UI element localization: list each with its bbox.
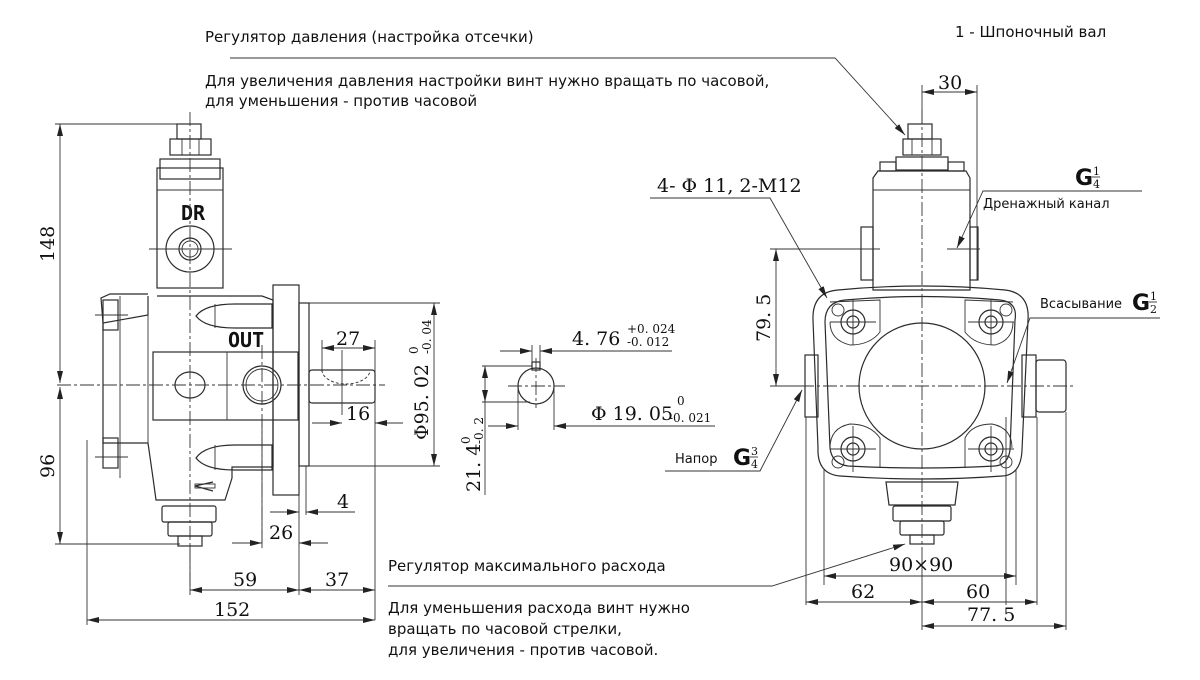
holes-callout: 4- Φ 11, 2-M12 (657, 175, 802, 197)
flow-regulator-heading: Регулятор максимального расхода (388, 557, 666, 575)
dim-60: 60 (966, 581, 990, 603)
svg-text:0: 0 (459, 436, 473, 444)
dim-30: 30 (938, 72, 962, 94)
pressure-thread-callout: G 3 4 (733, 445, 758, 471)
port-plate (152, 351, 299, 421)
dim-key-width: 4. 76 +0. 024 -0. 012 (572, 322, 676, 350)
svg-text:-0. 012: -0. 012 (627, 335, 669, 349)
side-view-dimensions: 148 96 27 16 Φ95. 02 0 -0. 04 4 (37, 123, 440, 625)
svg-text:G: G (1132, 291, 1150, 316)
dim-26: 26 (269, 522, 293, 544)
pressure-regulator-line2: для уменьшения - против часовой (205, 92, 477, 110)
bolt-hole-bl (830, 426, 876, 472)
svg-text:2: 2 (1150, 303, 1157, 316)
flow-regulator-line3: для увеличения - против часовой. (388, 641, 658, 659)
front-flange (812, 285, 1029, 480)
svg-text:4: 4 (1093, 178, 1100, 191)
dim-77-5: 77. 5 (967, 604, 1015, 626)
side-view: DR OUT (57, 112, 385, 590)
flange-pilot (298, 302, 310, 467)
svg-text:G: G (733, 446, 751, 471)
front-view (800, 110, 1075, 560)
svg-text:1: 1 (1093, 165, 1100, 178)
dim-59: 59 (233, 569, 257, 591)
dim-37: 37 (325, 569, 349, 591)
svg-text:-0. 04: -0. 04 (420, 319, 434, 354)
suction-label: Всасывание (1040, 297, 1122, 312)
bolt-hole-br (968, 426, 1014, 472)
title-note: 1 - Шпоночный вал (955, 23, 1106, 41)
svg-text:21. 4: 21. 4 (463, 444, 485, 492)
dim-shaft-diameter: Φ 19. 05 0 -0. 021 (591, 394, 711, 425)
svg-text:-0. 021: -0. 021 (669, 411, 711, 425)
svg-text:1: 1 (1150, 290, 1157, 303)
front-regulator-block (872, 170, 971, 291)
dim-27: 27 (336, 328, 360, 350)
pressure-regulator-leader (230, 57, 906, 136)
flow-regulator-line1: Для уменьшения расхода винт нужно (388, 599, 690, 617)
drain-thread-callout: G 1 4 (1075, 165, 1100, 191)
dim-key-height: 21. 4 0 -0. 2 (459, 417, 486, 492)
svg-text:Φ95. 02: Φ95. 02 (411, 364, 433, 440)
svg-text:-0. 2: -0. 2 (472, 417, 486, 444)
svg-text:4. 76: 4. 76 (572, 328, 620, 350)
dim-62: 62 (851, 581, 875, 603)
dim-79-5: 79. 5 (753, 294, 775, 342)
bolt-hole-tl (830, 300, 876, 345)
dim-90x90: 90×90 (889, 554, 953, 576)
svg-text:G: G (1075, 166, 1093, 191)
port-dr-label: DR (181, 201, 206, 225)
flow-regulator-leader (388, 543, 906, 587)
shaft-section: 4. 76 +0. 024 -0. 012 21. 4 0 -0. 2 Φ 19… (459, 322, 715, 495)
port-out-label: OUT (228, 328, 264, 352)
dim-152: 152 (214, 599, 250, 621)
suction-thread-callout: G 1 2 (1132, 290, 1157, 316)
dim-148: 148 (37, 226, 59, 262)
svg-text:3: 3 (751, 445, 758, 458)
svg-text:+0. 024: +0. 024 (627, 322, 676, 336)
svg-text:0: 0 (677, 394, 685, 408)
flow-regulator-line2: вращать по часовой стрелки, (388, 620, 622, 638)
drain-label: Дренажный канал (983, 197, 1110, 212)
pressure-regulator-heading: Регулятор давления (настройка отсечки) (205, 28, 534, 46)
front-view-dimensions: 30 79. 5 4- Φ 11, 2-M12 G 1 4 Дренажный … (650, 72, 1160, 630)
adjust-nut (169, 138, 212, 156)
adjust-screw-tip (176, 123, 202, 140)
svg-text:0: 0 (407, 346, 421, 354)
bolt-hole-tr (968, 300, 1014, 345)
flow-nut-1 (161, 505, 217, 523)
pressure-label: Напор (675, 452, 717, 467)
svg-text:4: 4 (751, 458, 758, 471)
dim-16: 16 (346, 403, 370, 425)
svg-text:Φ 19. 05: Φ 19. 05 (591, 403, 673, 425)
dim-96: 96 (37, 454, 59, 478)
dim-pilot-diameter: Φ95. 02 0 -0. 04 (407, 319, 434, 440)
dim-4: 4 (337, 491, 349, 513)
pressure-regulator-line1: Для увеличения давления настройки винт н… (205, 72, 769, 90)
